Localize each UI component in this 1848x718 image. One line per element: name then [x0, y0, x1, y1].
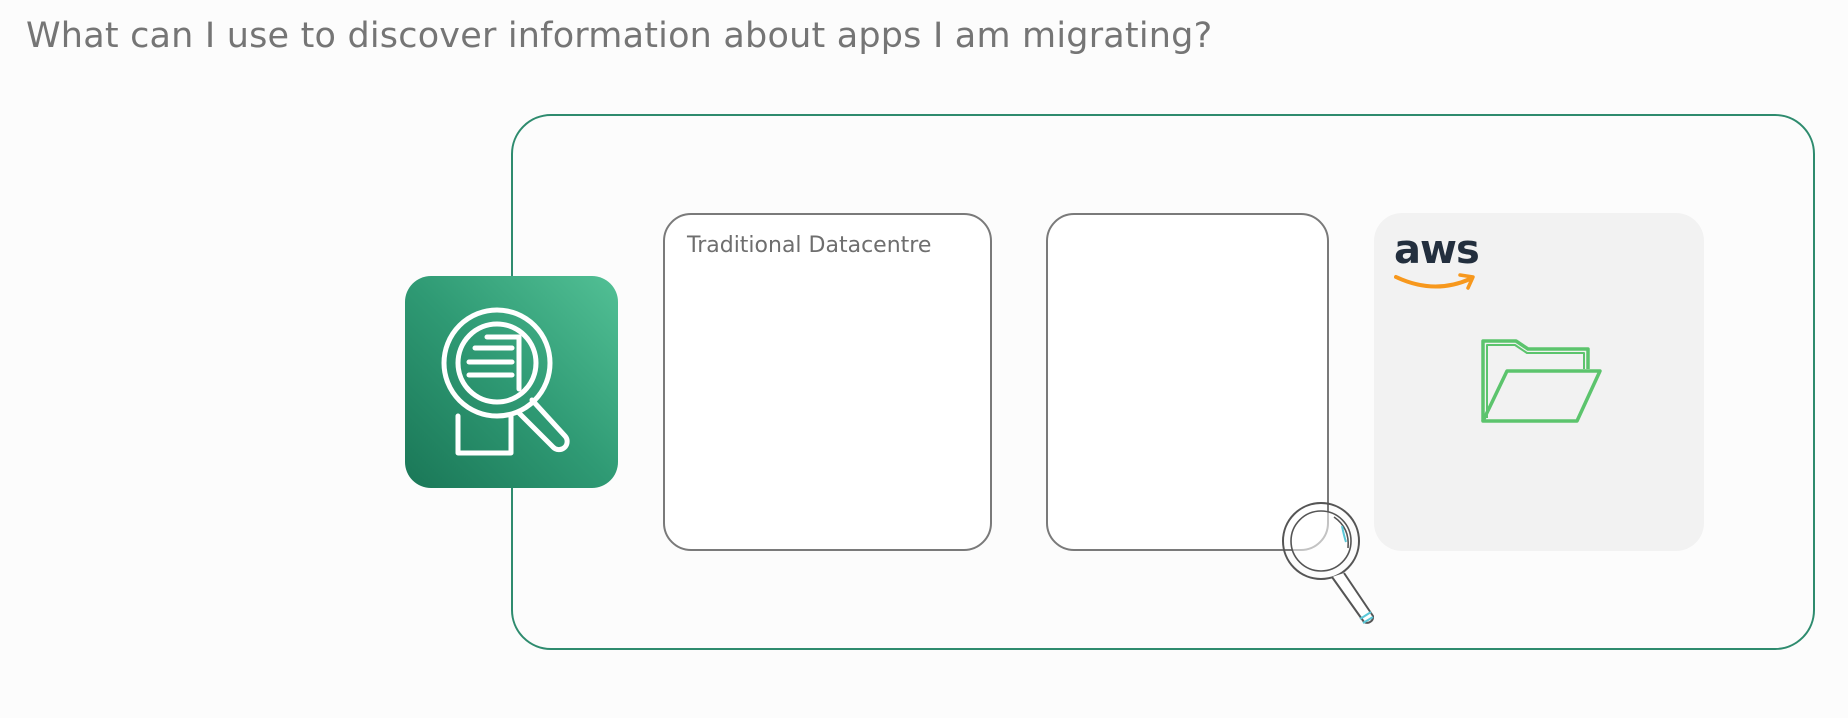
aws-logo-text: aws: [1394, 227, 1480, 273]
aws-cloud-panel: aws: [1374, 213, 1704, 551]
aws-logo: aws: [1394, 227, 1480, 303]
datacentre-label: Traditional Datacentre: [687, 233, 932, 258]
page-title: What can I use to discover information a…: [26, 16, 1213, 56]
empty-box: [1046, 213, 1329, 551]
folder-icon: [1481, 339, 1602, 423]
magnifying-glass-icon: [1282, 502, 1375, 624]
discovery-service-tile: [405, 276, 618, 488]
discovery-service-icon: [441, 307, 570, 456]
traditional-datacentre-box: Traditional Datacentre: [663, 213, 992, 551]
aws-smile-icon: [1394, 273, 1475, 290]
